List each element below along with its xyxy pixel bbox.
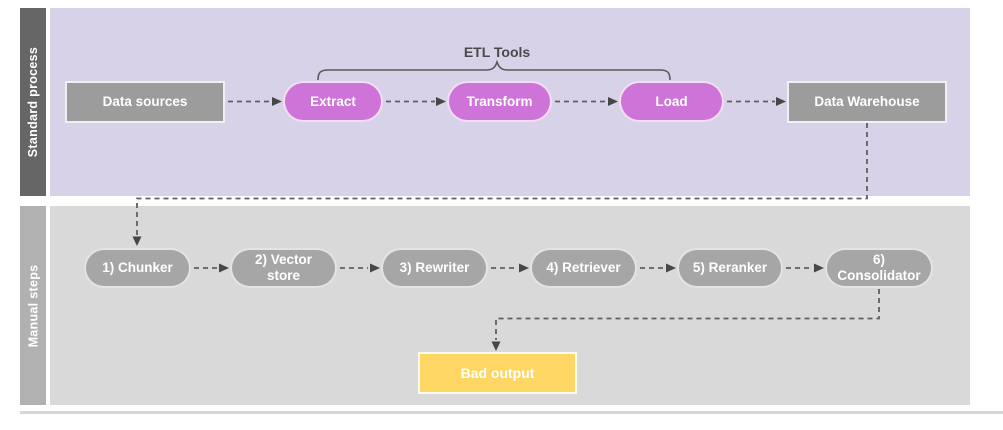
etl-tools-brace (317, 59, 671, 81)
arrowhead-into-badoutput (491, 341, 501, 351)
node-extract: Extract (283, 81, 383, 122)
lane-manual-steps-label-bar: Manual steps (20, 206, 46, 405)
arrowhead-into-retriever (519, 263, 529, 273)
bottom-divider (20, 411, 1003, 414)
node-reranker: 5) Reranker (677, 248, 783, 288)
arrowhead-into-rewriter (370, 263, 380, 273)
arrowhead-into-consolidator (814, 263, 824, 273)
arrowhead-into-vectorstore (219, 263, 229, 273)
arrowhead-into-transform (436, 97, 446, 106)
node-data-warehouse: Data Warehouse (787, 81, 947, 123)
arrowhead-into-chunker (132, 236, 142, 246)
node-retriever: 4) Retriever (530, 248, 637, 288)
lane-standard-process-label-bar: Standard process (20, 8, 46, 196)
node-rewriter: 3) Rewriter (381, 248, 488, 288)
etl-tools-label: ETL Tools (463, 44, 531, 60)
arrowhead-into-load (608, 97, 618, 106)
edge-warehouse-chunker (136, 123, 868, 235)
node-vector-store: 2) Vector store (230, 248, 337, 288)
arrowhead-into-extract (272, 97, 282, 106)
node-data-sources: Data sources (65, 81, 225, 123)
edge-consolidator-badoutput (495, 289, 880, 340)
node-chunker: 1) Chunker (84, 248, 191, 288)
node-transform: Transform (447, 81, 552, 122)
arrowheads (132, 97, 824, 351)
arrowhead-into-reranker (666, 263, 676, 273)
node-load: Load (619, 81, 724, 122)
node-bad-output: Bad output (418, 352, 577, 394)
arrowhead-into-warehouse (776, 97, 786, 106)
node-consolidator: 6) Consolidator (825, 248, 933, 288)
